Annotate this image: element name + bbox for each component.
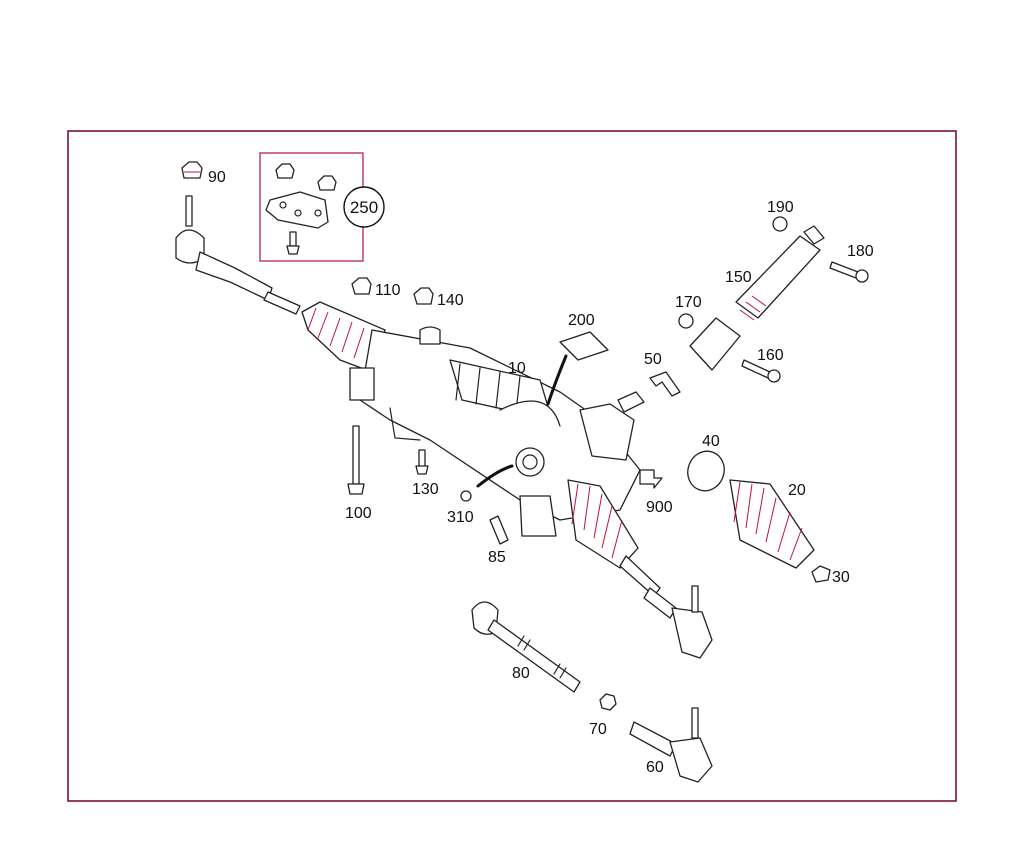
label-310: 310 (447, 509, 474, 526)
bolt-130 (415, 449, 429, 475)
bolt-head-180 (855, 269, 869, 283)
left-tie-rod-end (175, 195, 301, 315)
bolt-100 (347, 425, 365, 495)
label-70: 70 (589, 721, 607, 738)
label-130: 130 (412, 481, 439, 498)
clamp-30 (811, 565, 831, 583)
label-100: 100 (345, 505, 372, 522)
label-250: 250 (350, 198, 378, 217)
label-30: 30 (832, 569, 850, 586)
label-150: 150 (725, 269, 752, 286)
washer-190 (772, 216, 788, 232)
label-50: 50 (644, 351, 662, 368)
label-160: 160 (757, 347, 784, 364)
label-180: 180 (847, 243, 874, 260)
clip-50 (649, 371, 681, 397)
label-80: 80 (512, 665, 530, 682)
wire-harness (546, 354, 568, 406)
label-900: 900 (646, 499, 673, 516)
nut-90 (181, 161, 203, 179)
callout-circle-250: 250 (343, 186, 385, 228)
bolt-head-160 (767, 369, 781, 383)
outer-tie-rod-end-60 (629, 707, 713, 783)
inner-tie-rod-80 (471, 601, 581, 693)
label-10: 10 (508, 360, 526, 377)
steering-shaft-150 (689, 225, 825, 371)
label-plate-200 (559, 331, 609, 361)
label-20: 20 (788, 482, 806, 499)
part-85 (489, 515, 509, 545)
label-60: 60 (646, 759, 664, 776)
label-140: 140 (437, 292, 464, 309)
right-tie-rod-end-installed (671, 585, 713, 659)
washer-170 (678, 313, 694, 329)
rack-housing-10 (349, 326, 645, 537)
bolt-180 (829, 261, 859, 279)
label-90: 90 (208, 169, 226, 186)
label-110: 110 (375, 282, 401, 299)
label-85: 85 (488, 549, 506, 566)
label-190: 190 (767, 199, 794, 216)
diagram-frame (67, 130, 957, 802)
nut-140 (413, 287, 434, 305)
label-40: 40 (702, 433, 720, 450)
connector-900 (639, 469, 663, 489)
clamp-40 (687, 450, 725, 492)
boot-20 (729, 479, 815, 569)
label-170: 170 (675, 294, 702, 311)
nut-70 (599, 693, 617, 711)
nut-110 (351, 277, 372, 295)
wire-harness-lower (476, 464, 514, 488)
screw-310 (460, 490, 472, 502)
label-200: 200 (568, 312, 595, 329)
right-boot-installed (567, 479, 677, 619)
